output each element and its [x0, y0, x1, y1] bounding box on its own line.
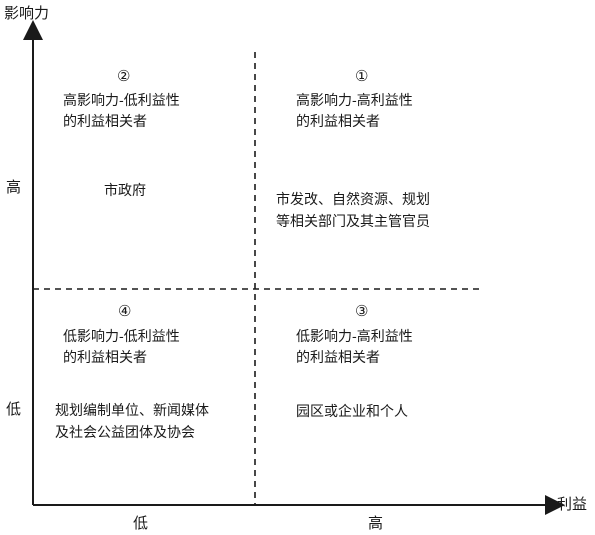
- quadrant-3-title-line1: 低影响力-高利益性: [296, 329, 413, 345]
- y-axis-high-label: 高: [6, 178, 22, 196]
- quadrant-4-title-line1: 低影响力-低利益性: [63, 329, 180, 345]
- quadrant-2-title-line2: 的利益相关者: [63, 114, 147, 130]
- quadrant-3-number: ③: [355, 302, 369, 320]
- quadrant-3-title-line2: 的利益相关者: [296, 350, 380, 366]
- quadrant-3-content-line1: 园区或企业和个人: [296, 404, 408, 420]
- x-axis-high-label: 高: [368, 514, 384, 532]
- quadrant-1-content-line2: 等相关部门及其主管官员: [276, 214, 430, 230]
- x-axis-low-label: 低: [133, 514, 149, 532]
- quadrant-2-title-line1: 高影响力-低利益性: [63, 93, 180, 109]
- quadrant-1-number: ①: [355, 67, 369, 85]
- quadrant-4-content-line2: 及社会公益团体及协会: [55, 425, 195, 441]
- quadrant-2-number: ②: [117, 67, 131, 85]
- y-axis-low-label: 低: [6, 400, 22, 418]
- quadrant-4-content-line1: 规划编制单位、新闻媒体: [55, 403, 209, 419]
- quadrant-4-title-line2: 的利益相关者: [63, 350, 147, 366]
- x-axis-title: 利益: [557, 495, 588, 513]
- quadrant-2-content-line1: 市政府: [104, 183, 146, 199]
- quadrant-1-title-line2: 的利益相关者: [296, 114, 380, 130]
- quadrant-1-content-line1: 市发改、自然资源、规划: [276, 192, 430, 208]
- quadrant-4-number: ④: [118, 302, 132, 320]
- quadrant-1-title-line1: 高影响力-高利益性: [296, 93, 413, 109]
- y-axis-title: 影响力: [4, 4, 50, 22]
